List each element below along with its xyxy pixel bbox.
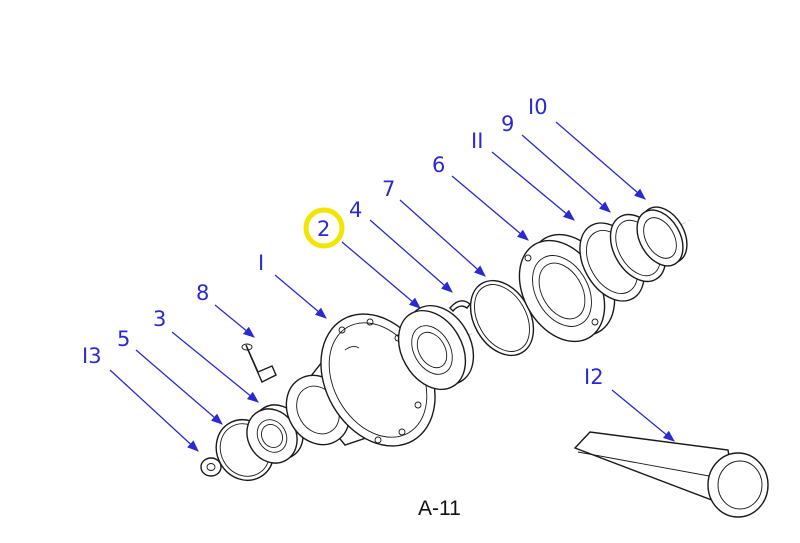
- leader-6: [451, 175, 529, 241]
- leader-7: [399, 199, 486, 277]
- leader-5: [135, 349, 223, 425]
- callout-label-6: 6: [432, 153, 445, 177]
- part-10-cap-ring: [636, 206, 688, 267]
- callout-label-1: I: [258, 251, 264, 275]
- leader-4: [369, 219, 453, 293]
- part-8-grease-fitting: [241, 343, 277, 383]
- leader-3: [171, 331, 259, 403]
- leader-13: [109, 369, 199, 452]
- callout-label-5: 5: [117, 327, 130, 351]
- part-3-bearing: [246, 404, 304, 464]
- callout-label-8: 8: [196, 281, 209, 305]
- callout-label-9: 9: [501, 112, 514, 136]
- callout-2-highlight: [303, 207, 345, 249]
- leader-11: [491, 151, 575, 221]
- part-2-bearing: [397, 304, 475, 391]
- part-7-ring: [469, 279, 535, 357]
- callout-label-13: I3: [82, 344, 102, 368]
- leader-1: [274, 274, 327, 319]
- callout-label-3: 3: [153, 307, 166, 331]
- part-13-washer: [200, 457, 222, 477]
- leader-9: [521, 134, 611, 213]
- part-1-hub: [285, 313, 436, 447]
- callout-label-12: I2: [584, 365, 604, 389]
- leader-2: [341, 241, 421, 309]
- part-12-grease-tube: [573, 431, 769, 518]
- leader-12: [611, 389, 675, 442]
- part-4-clip: [449, 300, 471, 313]
- callout-label-7: 7: [382, 177, 395, 201]
- callout-label-11: II: [471, 129, 483, 153]
- callout-label-10: I0: [528, 95, 548, 119]
- leader-8: [214, 304, 255, 338]
- figure-caption: A-11: [418, 497, 461, 520]
- leader-10: [555, 121, 646, 200]
- callout-label-2: 2: [317, 217, 330, 241]
- callout-label-4: 4: [349, 198, 362, 222]
